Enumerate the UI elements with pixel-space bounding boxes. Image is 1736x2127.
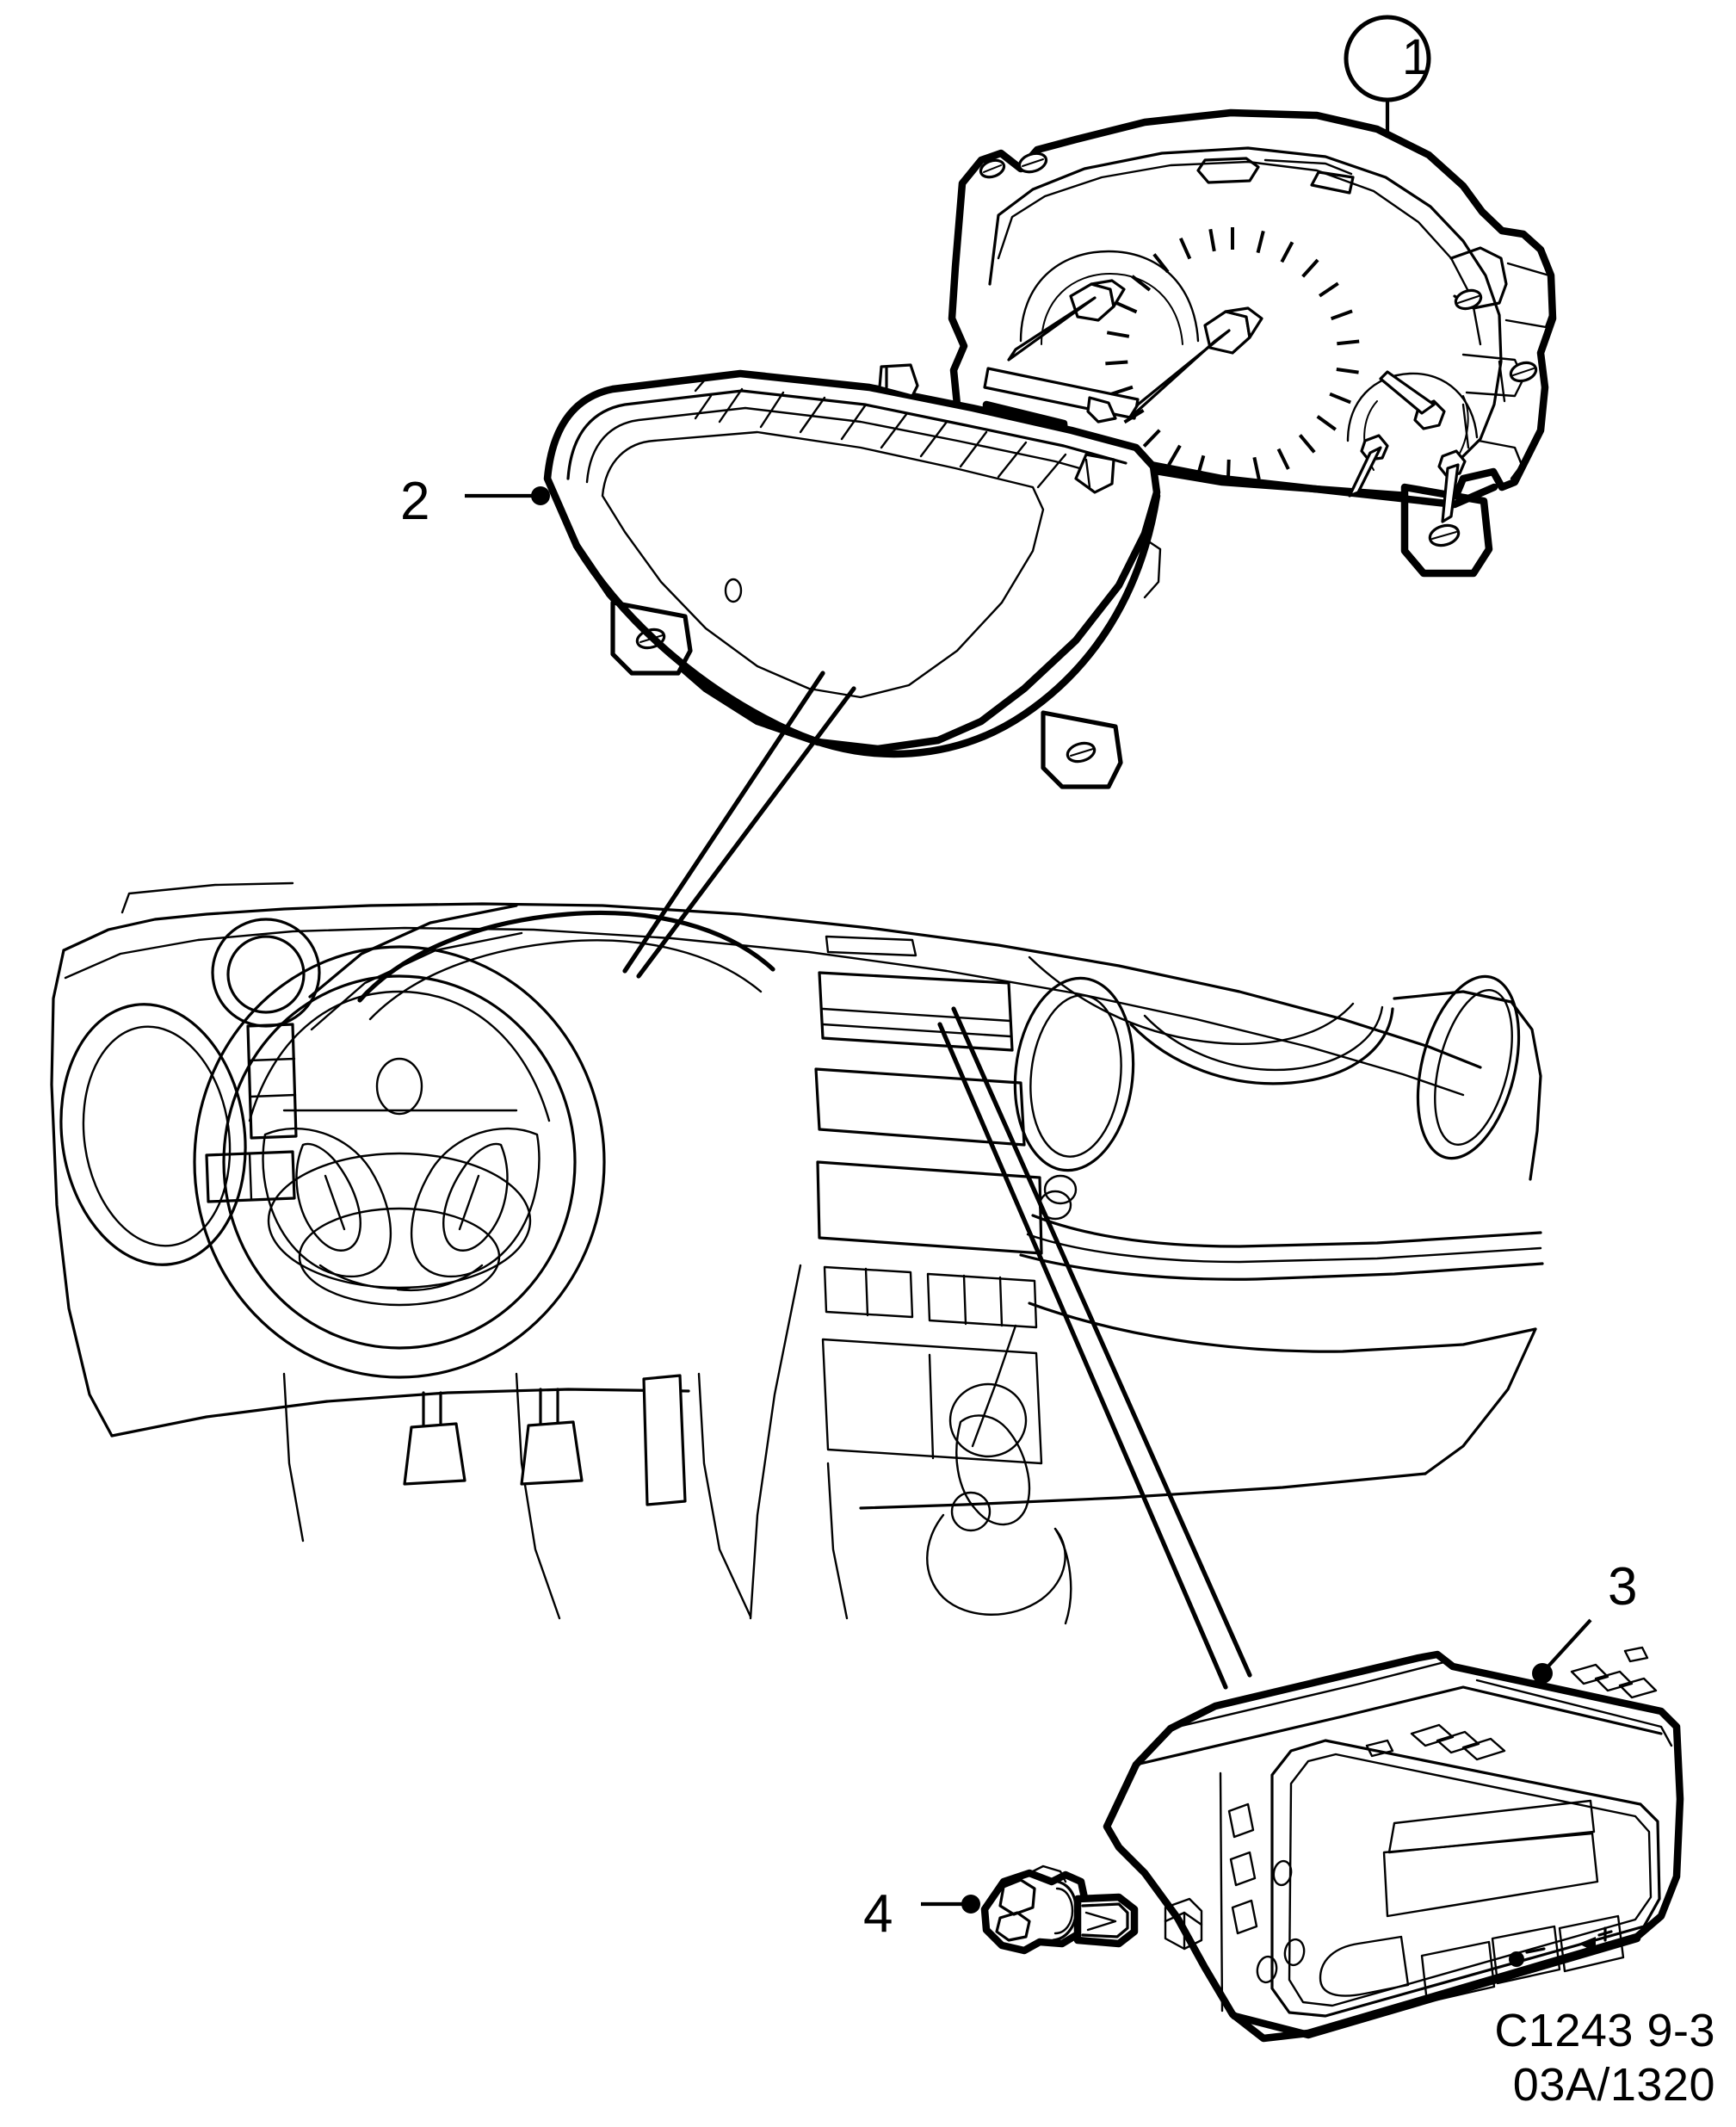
- callout-number-1: 1: [1401, 29, 1430, 85]
- callout-number-3: 3: [1608, 1557, 1638, 1617]
- callout-1-marker: [1344, 15, 1431, 138]
- part-cluster-lens-cover: [543, 363, 1162, 789]
- part-bulb-and-holder: [980, 1864, 1139, 1955]
- airflow-symbol-rear: [1570, 1646, 1658, 1699]
- airflow-symbol-front: [1365, 1723, 1506, 1761]
- part-control-display-unit: [1103, 1646, 1684, 2043]
- figure-reference-code: C1243 9-3 03A/1320: [1494, 2004, 1715, 2113]
- part-dashboard-assembly: [50, 881, 1544, 1625]
- lens-install-leader-lines: [622, 671, 856, 979]
- pedals: [403, 1372, 752, 1618]
- lens-rib-detail: [694, 387, 1067, 489]
- centre-console: [749, 935, 1072, 1625]
- callout-4-marker: [921, 1895, 980, 1914]
- callout-2-marker: [465, 486, 550, 505]
- speedometer-ticks: [1105, 227, 1360, 482]
- callout-number-4: 4: [863, 1884, 893, 1944]
- figure-code-line-1: C1243 9-3: [1494, 2004, 1715, 2056]
- figure-code-line-2: 03A/1320: [1512, 2059, 1715, 2112]
- callout-number-2: 2: [400, 472, 430, 531]
- callout-3-marker: [1532, 1618, 1592, 1684]
- steering-wheel: [193, 945, 606, 1379]
- control-unit-install-leader-lines: [937, 1006, 1252, 1690]
- right-dashboard: [859, 955, 1544, 1510]
